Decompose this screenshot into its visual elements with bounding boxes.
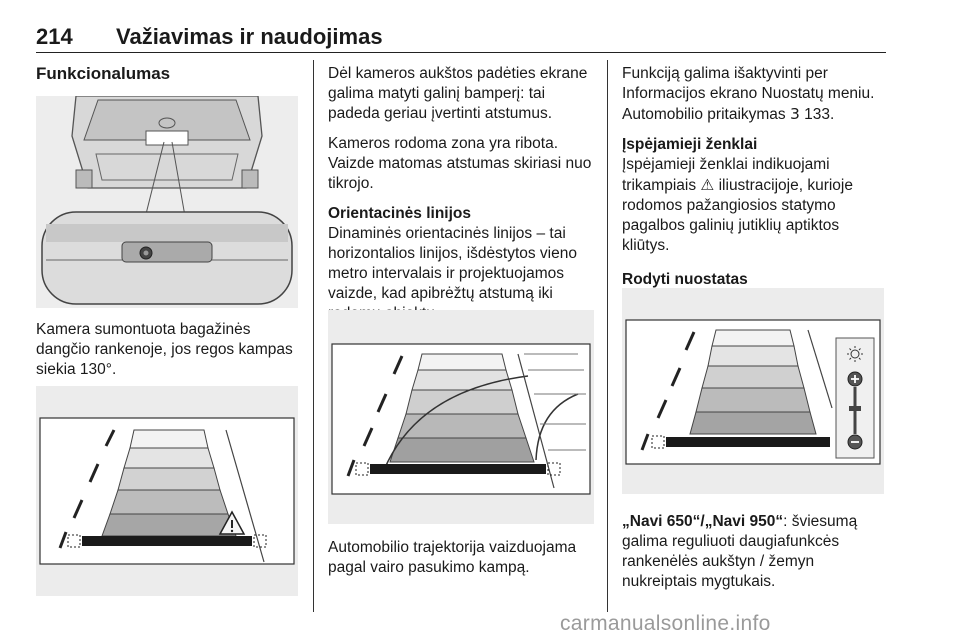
column-divider-1 <box>313 60 314 612</box>
paragraph-navi-brightness: „Navi 650“/„Navi 950“: šviesumą galima r… <box>622 513 858 590</box>
paragraph-deactivate: Funkciją galima išaktyvinti per Informac… <box>622 65 875 123</box>
paragraph-bumper: Dėl kameros aukštos padėties ekrane gali… <box>328 65 588 122</box>
paragraph-guidelines: Dinaminės orientacinės linijos – tai hor… <box>328 225 577 322</box>
page-title: Važiavimas ir naudojimas <box>116 24 383 49</box>
paragraph-warning-signs: Įspėjamieji ženklai indikuojami trikampi… <box>622 156 853 254</box>
display-settings-illustration <box>622 288 884 494</box>
camera-description: Kamera sumontuota bagažinės dangčio rank… <box>36 321 293 378</box>
tailgate-camera-illustration <box>36 96 298 308</box>
page-number: 214 <box>36 24 73 49</box>
page-reference-arrow-icon: 3 <box>790 105 800 123</box>
column-divider-2 <box>607 60 608 612</box>
column-2: Dėl kameros aukštos padėties ekrane gali… <box>328 64 596 334</box>
section-heading-display-settings: Rodyti nuostatas <box>622 271 748 288</box>
section-heading-guidelines: Orientacinės linijos <box>328 205 471 222</box>
dynamic-guidelines-illustration <box>328 310 594 524</box>
column-1: Funkcionalumas <box>36 64 298 92</box>
navi-models-label: „Navi 650“/„Navi 950“ <box>622 513 784 530</box>
paragraph-limited-zone: Kameros rodoma zona yra ribota. Vaizde m… <box>328 135 592 192</box>
page-header: 214 Važiavimas ir naudojimas <box>36 22 886 53</box>
section-heading-warning-signs: Įspėjamieji ženklai <box>622 136 758 153</box>
rear-camera-view-warning-illustration <box>36 386 298 596</box>
warning-triangle-icon: ⚠ <box>700 176 715 194</box>
caption-trajectory: Automobilio trajektorija vaizduojama pag… <box>328 539 577 576</box>
section-heading-functionality: Funkcionalumas <box>36 64 171 83</box>
watermark: carmanualsonline.info <box>560 612 771 635</box>
column-3: Funkciją galima išaktyvinti per Informac… <box>622 64 886 290</box>
